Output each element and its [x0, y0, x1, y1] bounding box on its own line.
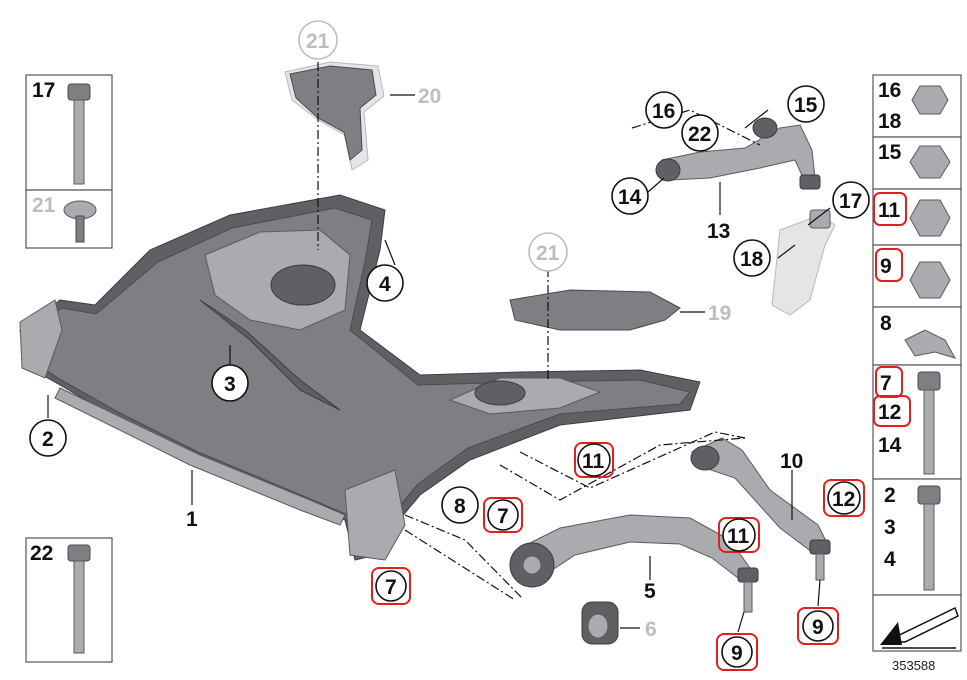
callout-11-upper: 11 [582, 450, 605, 473]
callout-11-lower: 11 [727, 525, 750, 548]
direction-arrow-icon [880, 606, 959, 649]
front-axle-subframe [19, 194, 701, 561]
panel-9-label: 9 [880, 255, 892, 278]
panel-22-label: 22 [30, 542, 53, 565]
heat-shield-19 [509, 289, 681, 331]
panel-11-label: 11 [878, 199, 901, 222]
callout-16: 16 [652, 100, 675, 123]
left-fastener-panels: 17 21 22 [25, 74, 113, 663]
callout-6: 6 [645, 618, 657, 641]
panel-21-label: 21 [32, 194, 56, 217]
callout-1: 1 [186, 508, 198, 531]
callout-5: 5 [644, 580, 656, 603]
callout-2: 2 [42, 428, 54, 451]
panel-3-label: 3 [884, 516, 896, 539]
bracket-18 [771, 214, 836, 316]
callout-21-top: 21 [306, 30, 330, 53]
callout-4: 4 [379, 273, 391, 296]
callout-8: 8 [454, 495, 466, 518]
callout-18: 18 [740, 248, 764, 271]
callout-7-left: 7 [385, 576, 397, 599]
callout-9-right: 9 [812, 616, 824, 639]
panel-12-label: 12 [878, 401, 901, 424]
callout-17: 17 [839, 190, 862, 213]
callout-7-middle: 7 [497, 505, 509, 528]
panel-17-label: 17 [32, 79, 55, 102]
callout-15: 15 [794, 94, 818, 117]
panel-7-label: 7 [880, 372, 892, 395]
reference-number: 353588 [892, 658, 935, 673]
callout-14: 14 [618, 186, 642, 209]
callout-3: 3 [224, 373, 236, 396]
right-fastener-panels: 16 18 15 11 9 8 7 12 14 2 3 4 [872, 74, 962, 652]
panel-18-label: 18 [878, 110, 902, 133]
panel-2-label: 2 [884, 484, 896, 507]
callout-20: 20 [418, 85, 441, 108]
callout-22: 22 [688, 123, 711, 146]
panel-14-label: 14 [878, 434, 902, 457]
callout-21-middle: 21 [536, 242, 560, 265]
panel-8-label: 8 [880, 312, 892, 335]
control-arm-5 [519, 514, 751, 579]
callout-10: 10 [780, 450, 803, 473]
panel-16-label: 16 [878, 79, 901, 102]
panel-4-label: 4 [884, 548, 896, 571]
heat-shield-20-bracket [289, 65, 377, 161]
callout-12: 12 [832, 488, 855, 511]
callout-19: 19 [708, 302, 731, 325]
callout-13: 13 [707, 220, 730, 243]
panel-15-label: 15 [878, 141, 902, 164]
callout-9-left: 9 [731, 642, 743, 665]
callouts: 1 2 3 4 5 6 7 7 8 9 9 10 11 11 12 13 [29, 20, 870, 671]
